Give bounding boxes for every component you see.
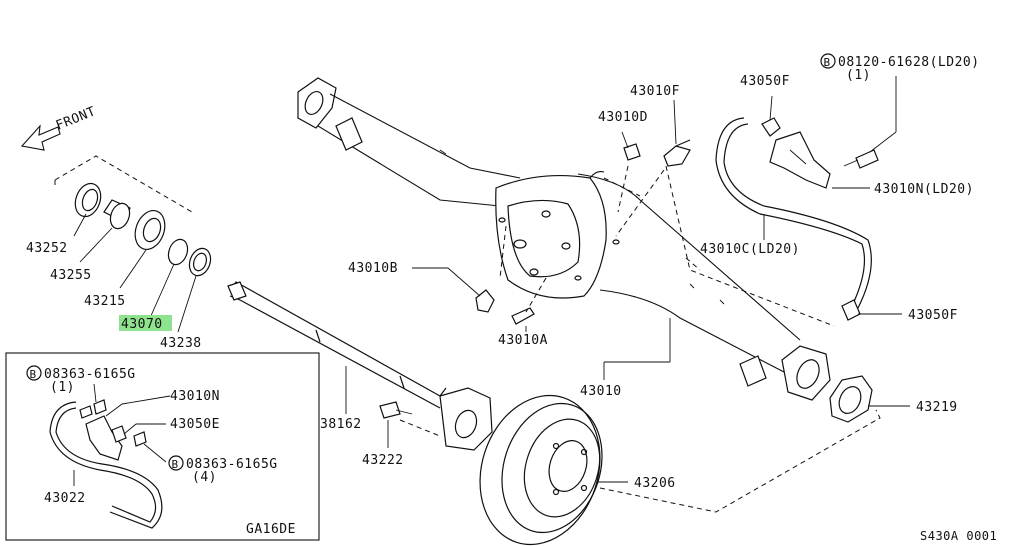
bolt-marker-inset-1: B — [26, 365, 42, 381]
diagram-id: S430A 0001 — [920, 529, 997, 543]
leaders-housing — [412, 99, 677, 380]
bolt-marker-inset-2: B — [168, 455, 184, 471]
axle-housing — [297, 77, 831, 401]
label-43206: 43206 — [634, 476, 676, 491]
label-43010B: 43010B — [348, 261, 398, 276]
ring-43238 — [188, 247, 212, 277]
label-43010: 43010 — [580, 384, 622, 399]
axle-shaft-38162 — [227, 281, 493, 451]
label-inset-bolt1-qty: (1) — [50, 380, 75, 395]
clip-43050F-right — [841, 299, 861, 321]
gasket-43219 — [829, 375, 873, 423]
bearing-group-bracket — [54, 155, 193, 213]
oil-seal-43252 — [74, 182, 102, 218]
label-43010D: 43010D — [598, 110, 648, 125]
breather-hose-43010C — [715, 117, 872, 309]
breather-43010F — [663, 139, 691, 167]
bolt-08120-61628 — [843, 149, 879, 169]
label-inset-bolt2-code: 08363-6165G — [186, 457, 278, 472]
label-43010A: 43010A — [498, 333, 548, 348]
leaders-left-group — [73, 213, 197, 333]
bolt-marker-inset-2-letter: B — [172, 458, 179, 471]
label-38162: 38162 — [320, 417, 362, 432]
label-inset-43050E: 43050E — [170, 417, 220, 432]
label-inset-bolt2-qty: (4) — [192, 470, 217, 485]
plug-43010D — [623, 143, 641, 161]
label-bolt-top-qty: (1) — [846, 68, 871, 83]
label-inset-bolt1-code: 08363-6165G — [44, 367, 136, 382]
bolt-marker-top: B — [820, 53, 836, 69]
label-43215: 43215 — [84, 294, 126, 309]
front-arrow-icon — [20, 124, 61, 151]
stud-43010A — [511, 307, 535, 325]
inset-ga16de — [5, 352, 320, 541]
inset-variant-label: GA16DE — [246, 522, 296, 537]
label-inset-43022: 43022 — [44, 491, 86, 506]
ring-43070 — [167, 238, 189, 266]
hub-bolt-43222 — [379, 401, 413, 419]
label-43252: 43252 — [26, 241, 68, 256]
spacer-43255 — [103, 199, 131, 230]
bearing-43215 — [134, 210, 166, 250]
clip-43050F-top — [761, 117, 781, 137]
label-inset-43010N: 43010N — [170, 389, 220, 404]
label-43050F-right: 43050F — [908, 308, 958, 323]
bolt-marker-top-letter: B — [824, 56, 831, 69]
plug-43010B — [475, 289, 495, 313]
highlight-43070 — [119, 315, 172, 331]
label-43070: 43070 — [121, 317, 163, 332]
label-43010F: 43010F — [630, 84, 680, 99]
label-43010N-LD20: 43010N(LD20) — [874, 182, 974, 197]
label-43238: 43238 — [160, 336, 202, 351]
bracket-43010N-LD20 — [769, 131, 831, 189]
label-43010C-LD20: 43010C(LD20) — [700, 242, 800, 257]
hub-bolt-path — [399, 419, 441, 437]
label-43255: 43255 — [50, 268, 92, 283]
front-label: FRONT — [54, 104, 98, 134]
label-43050F-top: 43050F — [740, 74, 790, 89]
bolt-marker-inset-1-letter: B — [30, 368, 37, 381]
label-43222: 43222 — [362, 453, 404, 468]
leaders-ld20 — [665, 76, 902, 327]
label-43219: 43219 — [916, 400, 958, 415]
label-bolt-top-code: 08120-61628(LD20) — [838, 55, 980, 70]
brake-drum-43206 — [479, 394, 603, 546]
drum-to-gasket-path — [599, 409, 881, 513]
